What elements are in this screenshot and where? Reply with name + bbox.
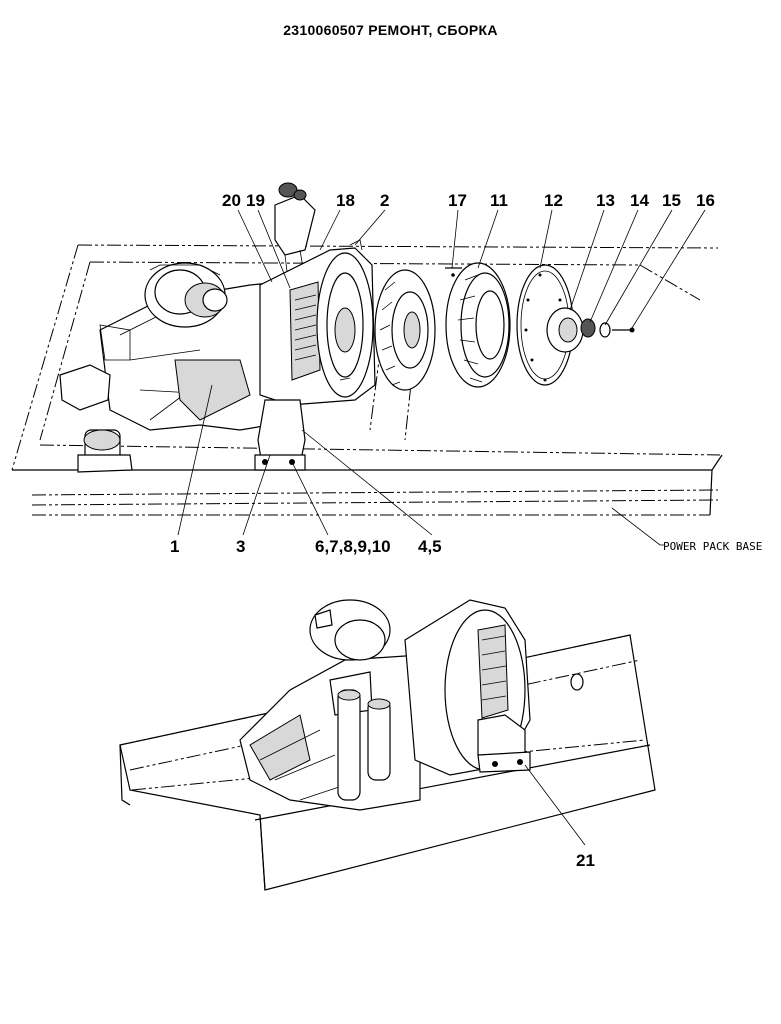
callout-6-10: 6,7,8,9,10 [315, 537, 391, 556]
page-title: 2310060507 РЕМОНТ, СБОРКА [283, 22, 498, 38]
callout-13: 13 [596, 191, 615, 210]
callout-18: 18 [336, 191, 355, 210]
starter-ring-gear [374, 269, 436, 391]
flywheel-housing [254, 239, 376, 471]
callout-16: 16 [696, 191, 715, 210]
callout-15: 15 [662, 191, 681, 210]
callout-21: 21 [576, 851, 595, 870]
callout-1: 1 [170, 537, 179, 556]
hub-and-fasteners [546, 307, 635, 353]
callout-17: 17 [448, 191, 467, 210]
callout-3: 3 [236, 537, 245, 556]
drive-coupling-ring [445, 262, 511, 388]
callout-12: 12 [544, 191, 563, 210]
callout-14: 14 [630, 191, 649, 210]
callout-20: 20 [222, 191, 241, 210]
power-pack-base-frame [11, 244, 723, 516]
callout-2: 2 [380, 191, 389, 210]
callout-19: 19 [246, 191, 265, 210]
engine-assembly [59, 182, 316, 473]
callout-4-5: 4,5 [418, 537, 442, 556]
callout-11: 11 [490, 191, 508, 210]
leader-lines-top [237, 209, 706, 329]
leader-lines-bottom [177, 384, 665, 546]
assembled-view [119, 599, 656, 891]
power-pack-base-label: POWER PACK BASE [663, 540, 762, 553]
